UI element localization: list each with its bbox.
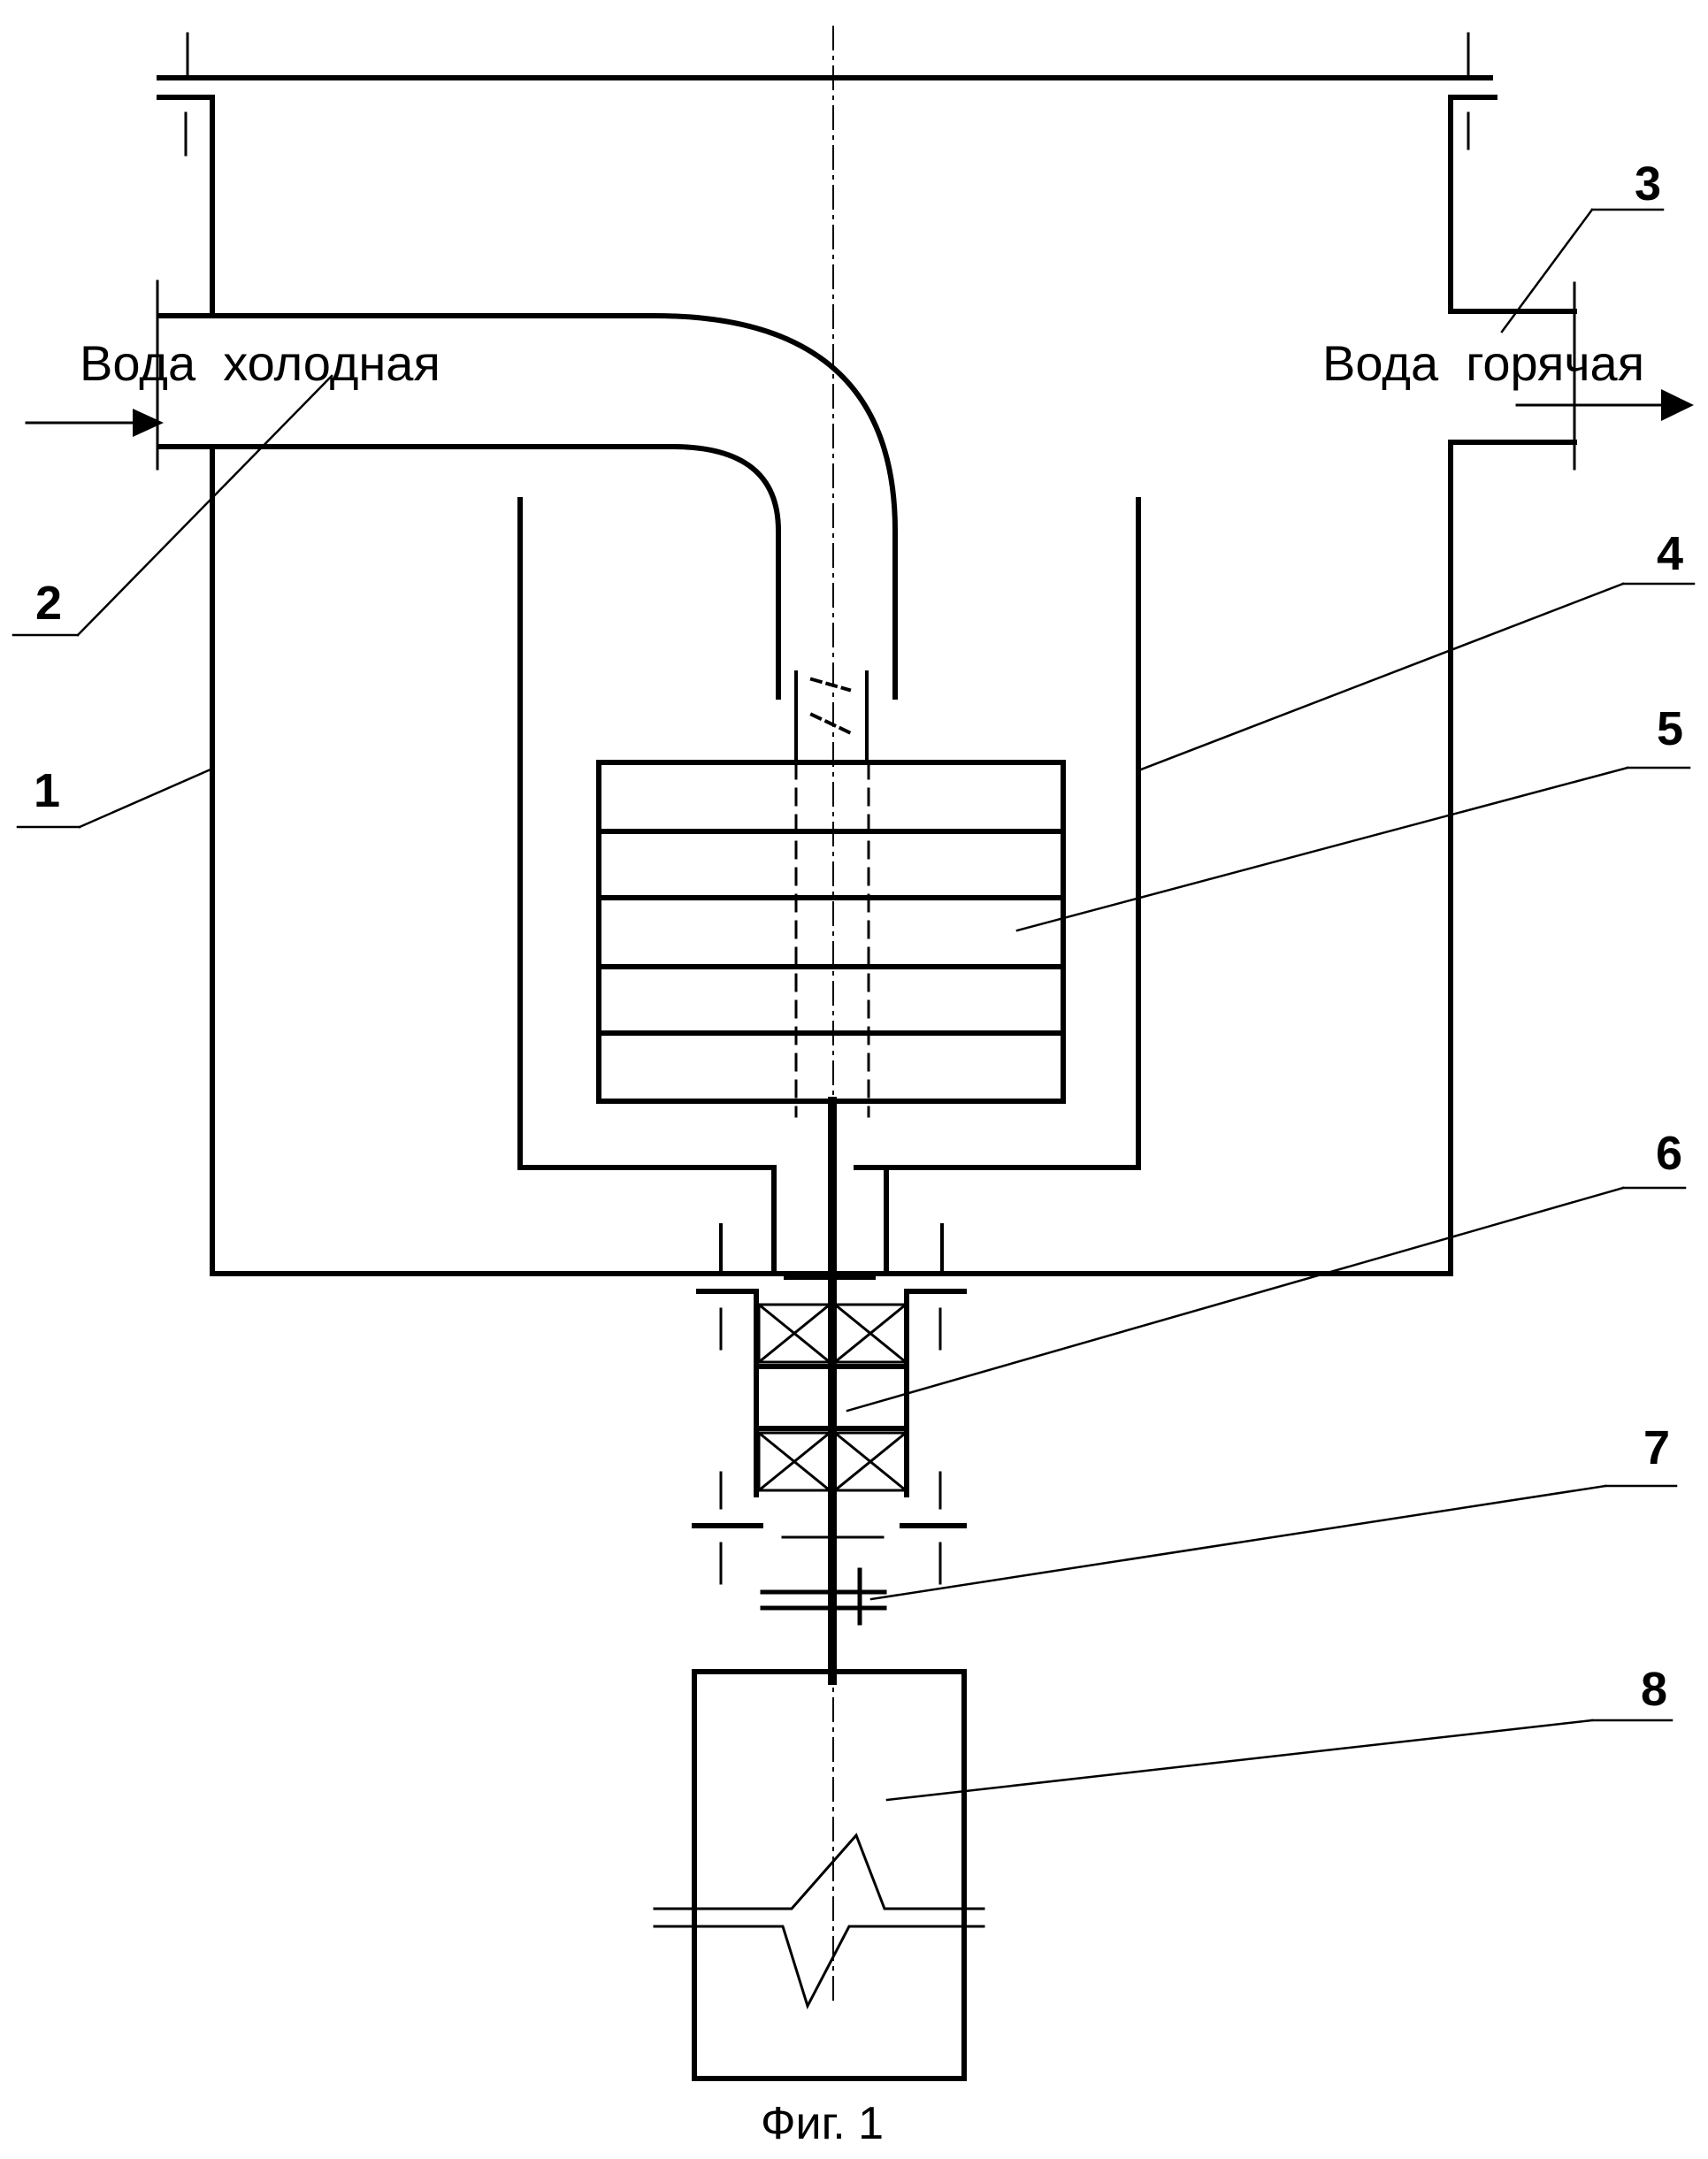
top-cover xyxy=(157,75,1497,100)
coupling xyxy=(760,1567,887,1626)
bearing-housing xyxy=(692,1289,967,1528)
neck-flange xyxy=(719,1223,944,1280)
callout-1: 1 xyxy=(34,764,60,817)
callout-2: 2 xyxy=(35,577,62,630)
hot-water-label: Вода горячая xyxy=(1322,335,1644,391)
inlet-arrow xyxy=(25,409,164,437)
callout-7: 7 xyxy=(1643,1421,1670,1474)
motor-body xyxy=(692,1669,967,2081)
callout-8: 8 xyxy=(1641,1663,1667,1716)
callout-5: 5 xyxy=(1657,702,1683,755)
inner-vessel xyxy=(517,497,1141,1170)
hot-water-outlet-pipe xyxy=(1448,309,1577,445)
rotor-hub-dashed xyxy=(794,761,870,1118)
nozzle xyxy=(794,670,869,762)
figure-caption: Фиг. 1 xyxy=(761,2098,884,2149)
callout-4: 4 xyxy=(1657,527,1683,580)
vessel-neck xyxy=(771,1165,889,1276)
top-flange-bolts xyxy=(184,32,1470,157)
callout-6: 6 xyxy=(1656,1127,1682,1180)
bearing-lower xyxy=(756,1430,908,1493)
bearing-bolts xyxy=(719,1307,942,1585)
outlet-arrow xyxy=(1515,389,1694,421)
leader-lines xyxy=(11,208,1696,1802)
cold-water-inlet-pipe xyxy=(157,313,898,700)
cold-water-label: Вода холодная xyxy=(80,335,440,391)
bearing-upper xyxy=(756,1302,908,1365)
callout-3: 3 xyxy=(1635,157,1661,211)
rotor-disc-stack xyxy=(596,760,1066,1104)
motor-break-symbol xyxy=(653,1833,985,2010)
